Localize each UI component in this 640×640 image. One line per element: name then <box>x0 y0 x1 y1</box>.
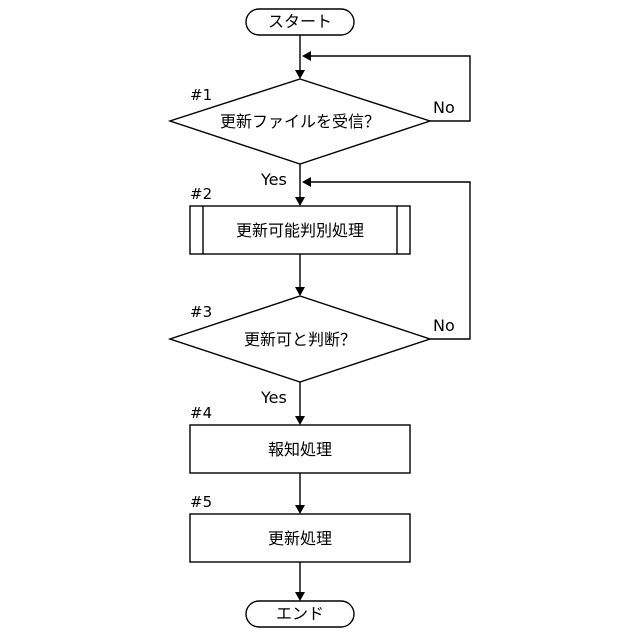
start-terminal: スタート <box>246 9 354 35</box>
step3-decision-label: 更新可と判断？ <box>244 330 356 349</box>
step5-number: #5 <box>190 493 212 511</box>
end-terminal-label: エンド <box>276 604 324 623</box>
arrowhead-step5-in <box>295 505 305 514</box>
step1-no-label: No <box>433 98 455 117</box>
step1-yes-label: Yes <box>260 170 287 189</box>
step3-no-label: No <box>433 316 455 335</box>
step3-number: #3 <box>190 303 212 321</box>
step2-process-label: 更新可能判別処理 <box>236 221 364 240</box>
step4-process-label: 報知処理 <box>268 440 332 459</box>
arrowhead-end-in <box>295 592 305 601</box>
arrowhead-step4-in <box>295 416 305 425</box>
arrowhead-step3-loop <box>302 177 311 187</box>
step2-number: #2 <box>190 185 212 203</box>
step5-process-label: 更新処理 <box>268 529 332 548</box>
step3-decision: #3 更新可と判断？ No Yes <box>170 296 455 407</box>
step3-yes-label: Yes <box>260 388 287 407</box>
step1-decision-label: 更新ファイルを受信？ <box>220 112 380 131</box>
end-terminal: エンド <box>246 601 354 627</box>
arrowhead-step1-in <box>295 70 305 79</box>
arrowhead-step1-loop <box>302 51 311 61</box>
step4-number: #4 <box>190 404 212 422</box>
step1-decision: #1 更新ファイルを受信？ No Yes <box>170 79 455 189</box>
step1-number: #1 <box>190 86 212 104</box>
arrowhead-step3-in <box>295 287 305 296</box>
start-terminal-label: スタート <box>268 12 332 31</box>
arrowhead-step2-in <box>295 197 305 206</box>
